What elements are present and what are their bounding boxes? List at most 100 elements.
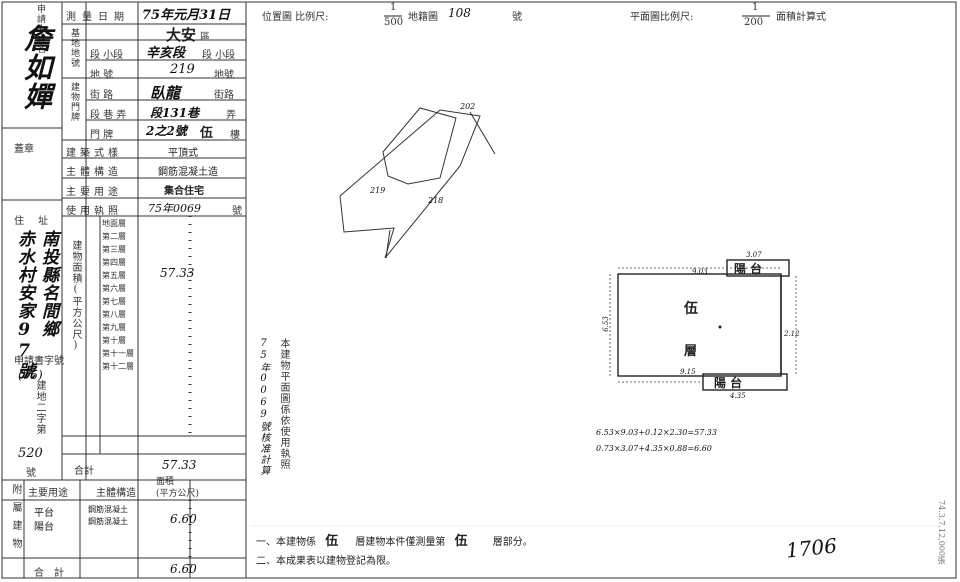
street-value: 臥龍 (150, 84, 181, 102)
permit-suffix: 號 (26, 468, 36, 479)
footer-line-1-e: 層部分。 (492, 537, 533, 548)
number-label: 門 牌 (90, 130, 114, 141)
lot-label-218: 218 (428, 196, 444, 205)
footer-line-1-d: 伍 (454, 534, 468, 549)
street-label: 街 路 (90, 90, 114, 101)
area-calc-2: 0.73×3.07+4.35×0.88=6.60 (596, 444, 712, 453)
lot-label-219: 219 (370, 186, 386, 195)
address-line-1: 南投縣名間鄉 (38, 230, 58, 338)
area-calc-1: 6.53×9.03+0.12×2.30=57.33 (596, 428, 717, 437)
floor-suffix: 樓 (230, 130, 240, 141)
lot-label-202: 202 (460, 102, 476, 111)
annex-total: 6.60 (170, 562, 197, 576)
floor-row: 第十一層 (102, 349, 134, 358)
plan-scale-label: 平面圖比例尺: (630, 12, 694, 23)
floor-plan-drawing (617, 259, 790, 391)
footer-line-1-b: 伍 (325, 534, 339, 549)
applicant-name: 詹如嬋 (20, 24, 53, 111)
style-value: 平頂式 (168, 148, 198, 159)
site-sheet-suffix: 號 (512, 12, 522, 23)
use-value: 集合住宅 (164, 186, 204, 197)
license-label: 使用執照 (66, 206, 122, 217)
total-value: 57.33 (162, 458, 197, 472)
street-suffix: 街路 (214, 90, 234, 101)
dim-bottom-right: 4.35 (730, 392, 746, 400)
district-value: 大安 (166, 26, 197, 44)
door-label: 建物門牌 (69, 82, 79, 122)
applicant-header: 申請人姓名 (35, 4, 45, 54)
note-text-b: 75年0069號核准計算 (258, 338, 269, 476)
total-label: 合計 (74, 466, 94, 477)
lot-suffix: 地號 (214, 70, 234, 81)
license-value: 75年0069 (148, 202, 201, 215)
annex-header: 附屬建物 (10, 484, 21, 556)
permit-number: 520 (18, 446, 43, 461)
note-text-a: 本建物平面圖係依使用執照 (278, 338, 289, 470)
fifth-floor-area: 57.33 (160, 266, 195, 280)
site-scale-num: 1 (390, 2, 397, 13)
permit-mid: 建地二字第 (34, 380, 45, 435)
plan-scale-num: 1 (752, 2, 759, 13)
site-sheet-label: 地籍圖 (408, 12, 438, 23)
annex-structure-label: 主體構造 (96, 488, 136, 499)
balcony-bottom: 陽 台 (714, 376, 743, 390)
use-label: 主要用途 (66, 187, 122, 198)
dim-bottom: 9.15 (680, 368, 696, 376)
annex-use-2: 陽台 (34, 522, 54, 533)
style-label: 建築式樣 (66, 148, 122, 159)
site-scale-label: 位置圖 比例尺: (262, 12, 329, 23)
plan-floor-name: 伍 (684, 301, 698, 317)
footer-line-1-c: 層建物本件僅測量第 (355, 537, 446, 548)
floor-row: 第二層 (102, 232, 126, 241)
structure-label: 主體構造 (66, 167, 122, 178)
floor-row: 第六層 (102, 284, 126, 293)
dim-top-right: 3.07 (746, 251, 762, 259)
annex-area: 6.60 (170, 512, 197, 526)
plan-floor-char: 層 (684, 344, 698, 359)
floor-row: 第十層 (102, 336, 126, 345)
number-value: 2之2號 (146, 124, 187, 138)
dim-top: 9.03 (692, 268, 708, 276)
plan-calc-label: 面積計算式 (776, 12, 826, 23)
site-scale-den: 500 (384, 17, 404, 28)
section-label: 段 小段 (90, 50, 124, 61)
section-suffix: 段 小段 (202, 50, 236, 61)
land-label: 基地地號 (69, 28, 79, 68)
annex-use-1: 平台 (34, 508, 54, 519)
floor-row: 第三層 (102, 245, 126, 254)
annex-total-label: 合計 (34, 568, 74, 579)
floor-value: 伍 (200, 126, 214, 141)
site-sheet-value: 108 (448, 6, 471, 20)
lane-suffix: 弄 (226, 110, 236, 121)
floor-row: 第五層 (102, 271, 126, 280)
permit-year: (75) (18, 368, 43, 382)
footer-line-2: 二、本成果表以建物登記為限。 (256, 556, 396, 567)
plan-scale-den: 200 (744, 17, 764, 28)
floor-row: 地面層 (102, 219, 126, 228)
lane-value: 段131巷 (150, 106, 200, 120)
district-label: 區 (200, 32, 210, 43)
footer-line-1: 一、本建物係 伍 層建物本件僅測量第 伍 層部分。 (256, 530, 533, 549)
footer-line-1-a: 一、本建物係 (256, 537, 316, 548)
floor-row: 第七層 (102, 297, 126, 306)
date-value: 75年元月31日 (142, 8, 231, 23)
balcony-top: 陽 台 (734, 262, 763, 276)
seal-label: 蓋章 (14, 144, 34, 155)
structure-value: 鋼筋混凝土造 (158, 167, 218, 178)
lot-value: 219 (170, 62, 195, 77)
dim-right: 2.12 (784, 330, 800, 338)
site-plan-drawing (339, 107, 496, 259)
floor-row-stack: 地面層第二層第三層第四層第五層第六層第七層第八層第九層第十層第十一層第十二層 (102, 218, 138, 378)
floor-row: 第十二層 (102, 362, 134, 371)
lane-label: 段 巷 弄 (90, 110, 127, 121)
annex-use-label: 主要用途 (28, 488, 68, 499)
floor-row: 第四層 (102, 258, 126, 267)
license-suffix: 號 (232, 206, 242, 217)
floors-label: 建物面積(平方公尺) (70, 240, 81, 352)
permit-label: 申請書字號 (14, 356, 64, 367)
floor-row: 第八層 (102, 310, 126, 319)
annex-structure-1: 鋼筋混凝土 (88, 505, 128, 514)
area-unit: (平方公尺) (156, 489, 200, 499)
area-label: 面積 (156, 477, 175, 487)
